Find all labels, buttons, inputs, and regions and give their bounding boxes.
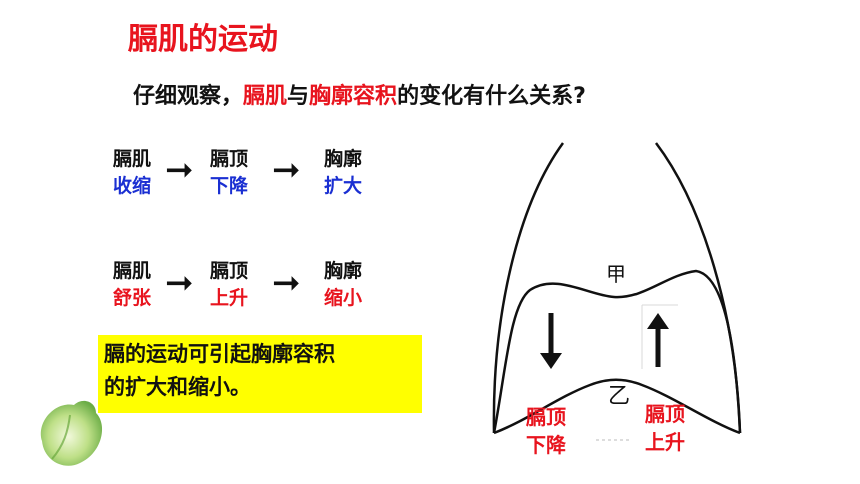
label-dome-descend: 膈顶 下降 [526,403,566,459]
flow1-step1-label: 膈肌 [113,148,152,170]
conclusion-highlight [98,335,422,413]
conclusion-text: 膈的运动可引起胸廓容积 的扩大和缩小。 [104,338,335,404]
label-dome-descend-bottom: 下降 [526,433,566,457]
arrow-right-icon: ➞ [165,263,194,303]
thorax-left-wall [492,142,565,434]
label-yi: 乙 [608,384,631,409]
flow2-step3-state: 缩小 [324,287,363,309]
arrow-right-icon: ➞ [272,150,301,190]
arrow-right-icon: ➞ [272,263,301,303]
arrow-right-icon: ➞ [165,150,194,190]
flow2-step-thorax: 胸廓 缩小 [324,258,362,312]
question-suffix: 的变化有什么关系? [397,84,586,109]
flow1-step-thorax: 胸廓 扩大 [324,146,362,200]
label-jia: 甲 [606,262,626,286]
label-dome-rise-top: 膈顶 [645,402,685,426]
diaphragm-jia [492,269,742,434]
diaphragm-yi [493,378,741,435]
conclusion-line-1: 膈的运动可引起胸廓容积 [104,342,335,366]
flow1-step1-state: 收缩 [113,175,152,197]
question-term-diaphragm: 膈肌 [243,84,288,109]
flow2-step1-state: 舒张 [113,287,152,309]
arrow-down-icon [540,313,562,369]
label-dome-rise-bottom: 上升 [645,430,685,454]
thorax-diagram [478,135,748,459]
thorax-right-wall [655,142,742,434]
leaf-icon [30,395,110,479]
flow1-step-dome: 膈顶 下降 [210,146,248,200]
flow1-step3-label: 胸廓 [324,148,363,170]
question-prefix: 仔细观察， [133,84,244,109]
question-term-thorax-volume: 胸廓容积 [309,84,398,109]
flow2-step2-label: 膈顶 [210,260,249,282]
flow2-step-diaphragm: 膈肌 舒张 [113,258,151,312]
flow1-step-diaphragm: 膈肌 收缩 [113,146,151,200]
flow2-step1-label: 膈肌 [113,260,152,282]
conclusion-line-2: 的扩大和缩小。 [104,375,251,399]
flow1-step2-label: 膈顶 [210,148,249,170]
question-text: 仔细观察，膈肌与胸廓容积的变化有什么关系? [133,78,586,110]
flow1-step3-state: 扩大 [324,175,363,197]
arrow-up-icon [647,313,669,367]
page-title: 膈肌的运动 [128,22,278,57]
question-mid: 与 [287,84,310,109]
flow2-step-dome: 膈顶 上升 [210,258,248,312]
flow2-step2-state: 上升 [210,287,249,309]
label-dome-rise: 膈顶 上升 [645,400,685,456]
flow1-step2-state: 下降 [210,175,249,197]
flow2-step3-label: 胸廓 [324,260,363,282]
label-dome-descend-top: 膈顶 [526,405,566,429]
